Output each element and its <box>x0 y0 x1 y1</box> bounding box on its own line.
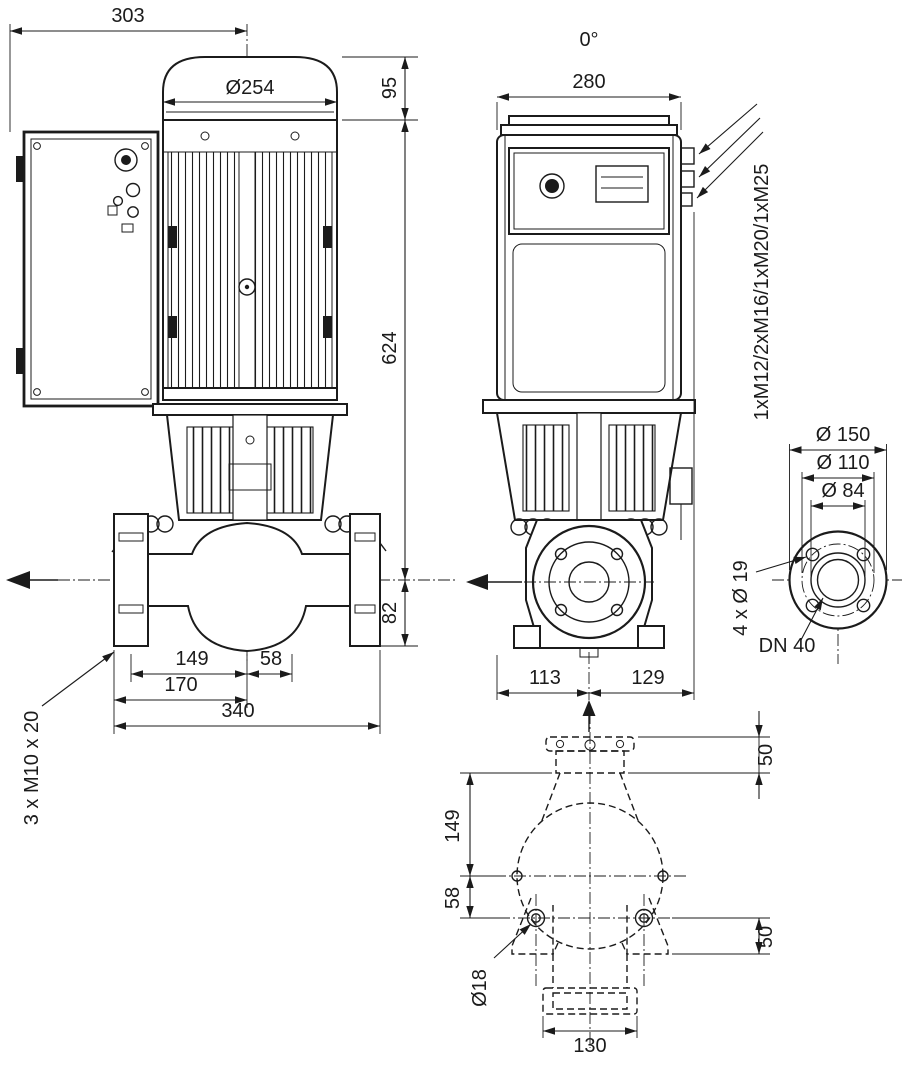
terminal-box <box>16 130 160 408</box>
volute-outline <box>516 802 664 950</box>
control-module <box>508 147 670 235</box>
flow-direction-arrow-side <box>6 571 58 589</box>
motor-front <box>496 115 682 401</box>
bolt-hole <box>856 598 871 613</box>
volute-front <box>513 519 665 658</box>
nominal-diameter-label: DN 40 <box>759 635 816 657</box>
dim-height-82: 82 <box>379 602 401 624</box>
dim-plan-58: 58 <box>442 887 464 909</box>
plan-view-dimensions: 50 149 58 50 Ø18 130 <box>442 711 777 1057</box>
lantern <box>152 403 348 521</box>
dim-plan-50-bottom: 50 <box>755 926 777 948</box>
front-280-dimension: 280 <box>496 71 682 130</box>
dim-raised-face-84: Ø 84 <box>821 480 864 502</box>
dim-plan-50-top: 50 <box>755 744 777 766</box>
suction-flange <box>113 513 149 647</box>
dim-width-280: 280 <box>572 71 605 93</box>
side-view-dimensions: 303 Ø254 95 624 82 149 58 170 340 <box>9 5 418 826</box>
bolt-circle <box>801 543 875 617</box>
dim-half-length-170: 170 <box>164 674 197 696</box>
pump-footprint-outline <box>511 736 669 1015</box>
dim-flange-od-150: Ø 150 <box>816 424 870 446</box>
dim-foot-149: 149 <box>175 648 208 670</box>
gland-pointer-arrows <box>696 103 764 199</box>
bolt-note-label: 3 x M10 x 20 <box>21 711 43 826</box>
display-window <box>595 165 649 203</box>
sensor-bracket <box>669 467 693 505</box>
dim-foot-113: 113 <box>529 667 561 689</box>
dim-height-95: 95 <box>379 77 401 99</box>
cable-glands <box>680 147 695 207</box>
volute-casing <box>113 513 381 653</box>
plan-view: 50 149 58 50 Ø18 130 <box>442 711 777 1057</box>
dim-fan-diameter-254: Ø254 <box>226 77 275 99</box>
cable-gland-large <box>114 148 138 172</box>
foot-bolt-hole <box>634 908 654 928</box>
gland-angle-label: 0° <box>579 29 598 51</box>
dim-bolt-circle-110: Ø 110 <box>817 452 870 474</box>
bolt-hole <box>856 547 871 562</box>
dim-foot-hole-18: Ø18 <box>469 969 491 1007</box>
gland-sizes-label: 1xM12/2xM16/1xM20/1xM25 <box>751 164 773 421</box>
bolt-hole <box>805 547 820 562</box>
foot-bolt-hole <box>526 908 546 928</box>
control-knob <box>539 173 565 199</box>
dim-plan-130: 130 <box>573 1035 606 1057</box>
dim-foot-129: 129 <box>631 667 664 689</box>
flange-view: Ø 150 Ø 110 Ø 84 4 x Ø 19 DN 40 <box>730 424 902 664</box>
dim-plan-149: 149 <box>442 809 464 842</box>
dim-port-length-340: 340 <box>221 700 254 722</box>
flange-view-dimensions: Ø 150 Ø 110 Ø 84 4 x Ø 19 DN 40 <box>730 424 887 657</box>
front-view: 0° 1xM12/2xM16/1xM20/1xM25 <box>466 29 773 732</box>
view-direction-arrow-up <box>582 700 596 732</box>
flow-direction-arrow-front <box>466 574 522 590</box>
dim-foot-58: 58 <box>260 648 282 670</box>
dim-height-624: 624 <box>379 331 401 364</box>
flange-outer-circle <box>788 530 888 630</box>
bolt-holes-label: 4 x Ø 19 <box>730 560 752 636</box>
motor-body <box>162 119 338 401</box>
front-view-dimensions: 113 129 <box>496 212 695 700</box>
side-view: 303 Ø254 95 624 82 149 58 170 340 <box>6 5 458 825</box>
dim-width-303: 303 <box>111 5 144 27</box>
lantern-front <box>482 399 696 540</box>
centerlines-plan <box>494 712 688 1048</box>
